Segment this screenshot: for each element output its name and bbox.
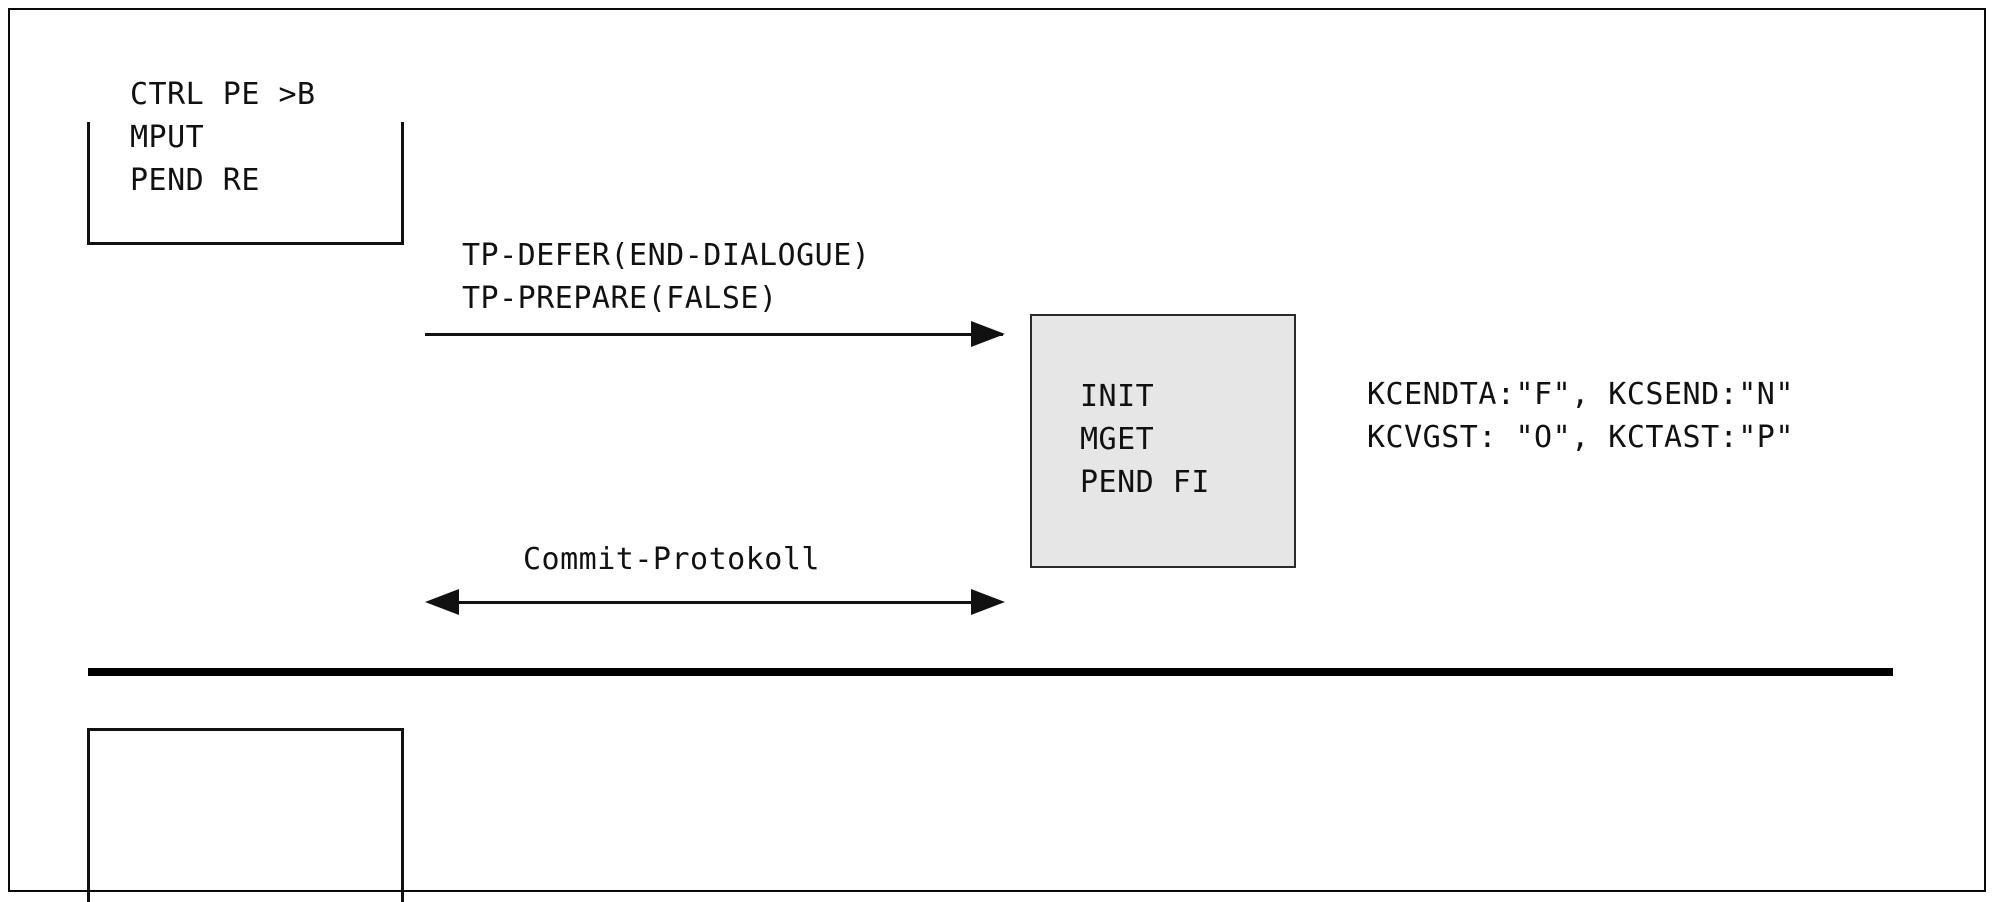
service-box: [1030, 314, 1296, 568]
arrowhead-left-icon: [425, 589, 459, 615]
service-box-label: INIT MGET PEND FI: [1080, 379, 1210, 500]
arrow-shaft: [425, 333, 1003, 336]
arrow-shaft: [453, 601, 975, 604]
page-frame: [8, 8, 1986, 892]
client-box-top-label: CTRL PE >B MPUT PEND RE: [130, 77, 316, 198]
arrowhead-right-icon: [971, 589, 1005, 615]
client-box-bottom: [87, 728, 404, 902]
arrow-label-tp-defer-prepare: TP-DEFER(END-DIALOGUE) TP-PREPARE(FALSE): [462, 238, 871, 316]
arrow-label-commit-protokoll: Commit-Protokoll: [523, 542, 820, 577]
kdcs-fields-annotation: KCENDTA:"F", KCSEND:"N" KCVGST: "O", KCT…: [1367, 377, 1794, 455]
arrowhead-right-icon: [971, 321, 1005, 347]
client-box-top: [87, 122, 404, 245]
separator-rule: [88, 668, 1893, 676]
